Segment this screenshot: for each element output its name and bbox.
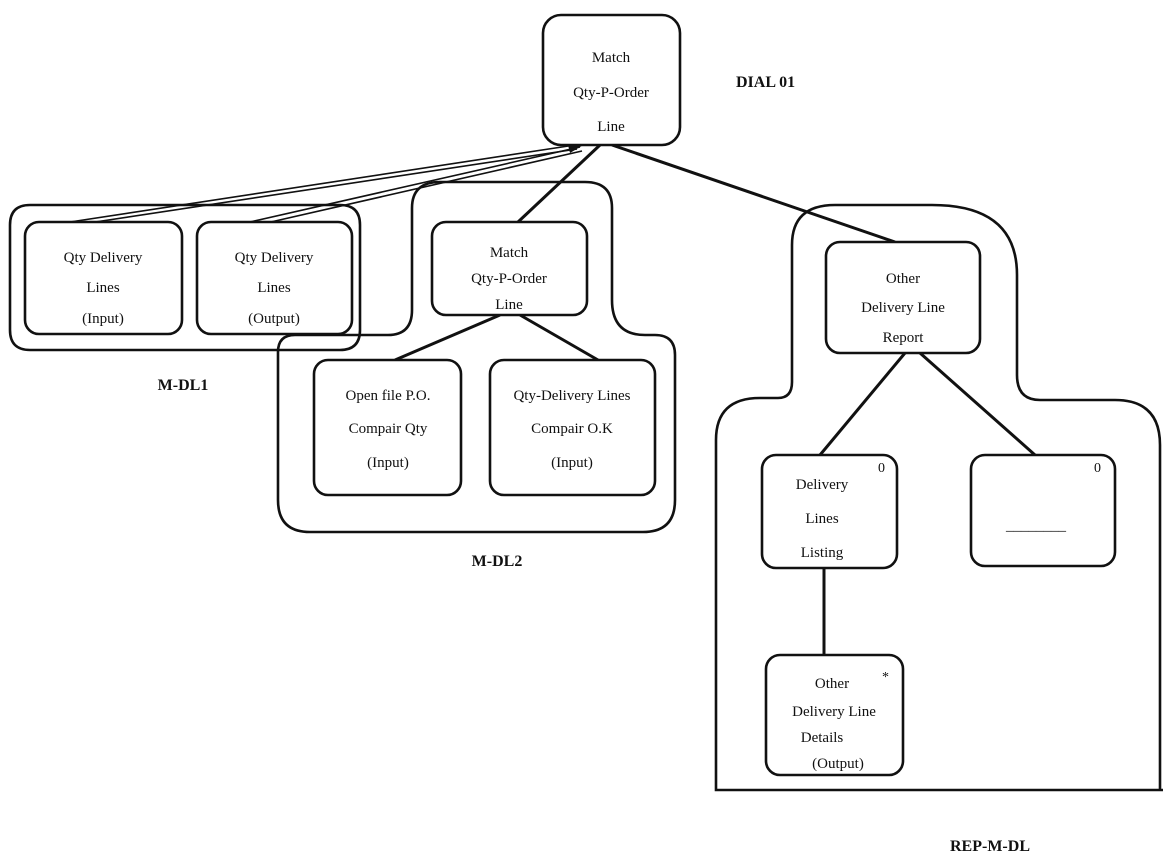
node-listing-line-1: Delivery [796, 477, 849, 493]
node-root: Match Qty-P-Order Line [541, 13, 682, 147]
node-empty-line: ________ [1005, 518, 1067, 534]
node-qty-delivery-output: Qty Delivery Lines (Output) [195, 220, 354, 336]
node-listing-line-2: Lines [805, 511, 838, 527]
node-details-line-2: Delivery Line [792, 704, 876, 720]
label-dial-01: DIAL 01 [736, 74, 795, 91]
node-report-line-2: Delivery Line [861, 300, 945, 316]
node-open-file-line-3: (Input) [367, 455, 409, 471]
node-qty-deliv-line-1: Qty-Delivery Lines [513, 388, 630, 404]
label-m-dl2: M-DL2 [472, 553, 523, 570]
node-root-line-1: Match [592, 50, 631, 66]
node-qty-delivery-lines-compair: Qty-Delivery Lines Compair O.K (Input) [488, 358, 657, 497]
node-match2-line-3: Line [495, 297, 523, 313]
node-details-line-1: Other [815, 676, 849, 692]
node-root-line-2: Qty-P-Order [573, 85, 649, 101]
node-qty-in-line-3: (Input) [82, 311, 124, 327]
node-qty-deliv-line-3: (Input) [551, 455, 593, 471]
node-open-file-po: Open file P.O. Compair Qty (Input) [312, 358, 463, 497]
node-delivery-lines-listing: 0 Delivery Lines Listing [760, 453, 899, 570]
node-qty-in-line-2: Lines [86, 280, 119, 296]
label-m-dl1: M-DL1 [158, 377, 209, 394]
group-m-dl2 [276, 180, 677, 534]
group-rep-m-dl [714, 203, 1163, 792]
node-report-line-3: Report [883, 330, 925, 346]
node-match2-line-1: Match [490, 245, 529, 261]
node-listing-line-3: Listing [801, 545, 844, 561]
node-details-mark: * [882, 670, 889, 685]
node-other-delivery-details: * Other Delivery Line Details (Output) [764, 653, 905, 777]
node-root-line-3: Line [597, 119, 625, 135]
node-open-file-line-1: Open file P.O. [346, 388, 431, 404]
node-qty-deliv-line-2: Compair O.K [531, 421, 613, 437]
node-empty-mark: 0 [1094, 461, 1101, 476]
node-qty-out-line-1: Qty Delivery [235, 250, 314, 266]
node-listing-mark: 0 [878, 461, 885, 476]
node-match2-line-2: Qty-P-Order [471, 271, 547, 287]
connections [69, 141, 1036, 655]
node-report-line-1: Other [886, 271, 920, 287]
node-details-line-3: Details [801, 730, 844, 746]
node-other-delivery-report: Other Delivery Line Report [824, 240, 982, 355]
node-match-2: Match Qty-P-Order Line [430, 220, 589, 317]
node-empty: 0 ________ [969, 453, 1117, 568]
node-qty-out-line-3: (Output) [248, 311, 300, 327]
group-m-dl1 [8, 203, 362, 352]
node-qty-out-line-2: Lines [257, 280, 290, 296]
node-qty-delivery-input: Qty Delivery Lines (Input) [23, 220, 184, 336]
node-open-file-line-2: Compair Qty [349, 421, 428, 437]
node-details-line-4: (Output) [812, 756, 864, 772]
node-qty-in-line-1: Qty Delivery [64, 250, 143, 266]
label-rep-m-dl: REP-M-DL [950, 838, 1030, 855]
